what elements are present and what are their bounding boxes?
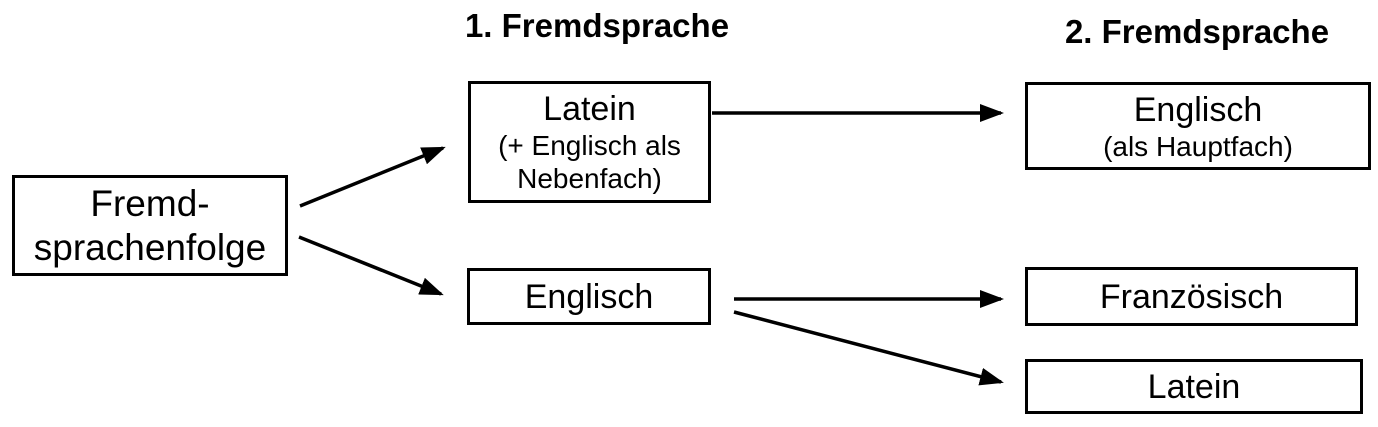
node-first-latein: Latein (+ Englisch als Nebenfach)	[468, 81, 711, 203]
node-first-latein-subtitle-line2: Nebenfach)	[517, 163, 662, 194]
column-header-second-fremdsprache: 2. Fremdsprache	[1064, 13, 1330, 50]
node-first-englisch-title: Englisch	[524, 277, 654, 316]
arrow-root-to-first-latein-icon	[299, 146, 446, 208]
node-second-englisch: Englisch (als Hauptfach)	[1025, 82, 1371, 170]
column-header-first-fremdsprache: 1. Fremdsprache	[464, 7, 730, 44]
node-second-latein: Latein	[1025, 359, 1363, 414]
node-second-franzoesisch-title: Französisch	[1099, 277, 1284, 316]
node-fremdsprachenfolge: Fremd- sprachenfolge	[12, 175, 288, 276]
node-fremdsprachenfolge-line2: sprachenfolge	[33, 226, 267, 268]
node-second-latein-title: Latein	[1147, 367, 1241, 406]
node-first-englisch: Englisch	[467, 268, 711, 325]
node-second-franzoesisch: Französisch	[1025, 267, 1358, 326]
node-first-latein-subtitle-line1: (+ Englisch als	[498, 130, 681, 161]
node-second-englisch-title: Englisch	[1133, 90, 1263, 129]
arrow-first-englisch-to-second-latein-icon	[733, 310, 1004, 386]
node-first-latein-title: Latein	[543, 90, 636, 128]
node-second-englisch-subtitle: (als Hauptfach)	[1103, 130, 1293, 162]
arrow-root-to-first-englisch-icon	[298, 235, 444, 296]
node-fremdsprachenfolge-line1: Fremd-	[90, 182, 210, 224]
